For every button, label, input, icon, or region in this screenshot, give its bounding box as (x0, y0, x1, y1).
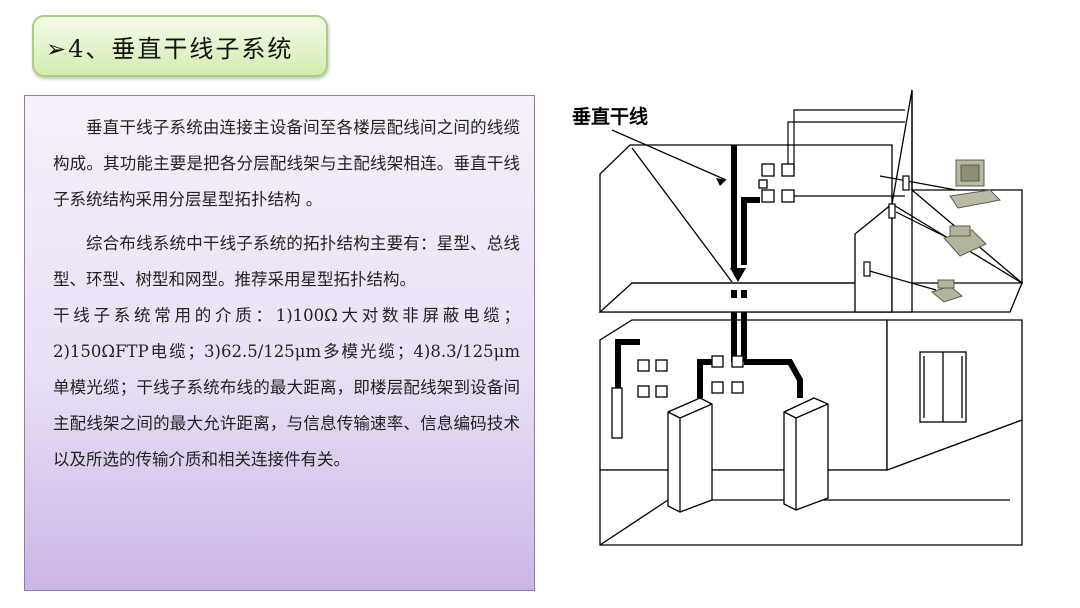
fax-icon (943, 225, 987, 257)
computer-icon (949, 159, 1002, 209)
phone-icon (930, 279, 964, 303)
side-wall (891, 89, 913, 313)
backbone-label: 垂直干线 (572, 105, 648, 128)
slide-title: ➢4、垂直干线子系统 (46, 34, 294, 63)
paragraph-topology: 综合布线系统中干线子系统的拓扑结构主要有：星型、总线型、环型、树型和网型。推荐采… (53, 234, 520, 289)
rack-right (783, 397, 829, 511)
slide-title-box: ➢4、垂直干线子系统 (32, 15, 328, 77)
vertical-backbone-diagram: 垂直干线 (566, 88, 1030, 558)
paragraph-intro: 垂直干线子系统由连接主设备间至各楼层配线间之间的线缆构成。其功能主要是把各分层配… (53, 118, 520, 209)
rack-left (667, 397, 713, 513)
description-panel: 垂直干线子系统由连接主设备间至各楼层配线间之间的线缆构成。其功能主要是把各分层配… (24, 95, 535, 591)
paragraph-media: 干线子系统常用的介质：1)100Ω大对数非屏蔽电缆；2)150ΩFTP电缆；3)… (53, 306, 520, 469)
